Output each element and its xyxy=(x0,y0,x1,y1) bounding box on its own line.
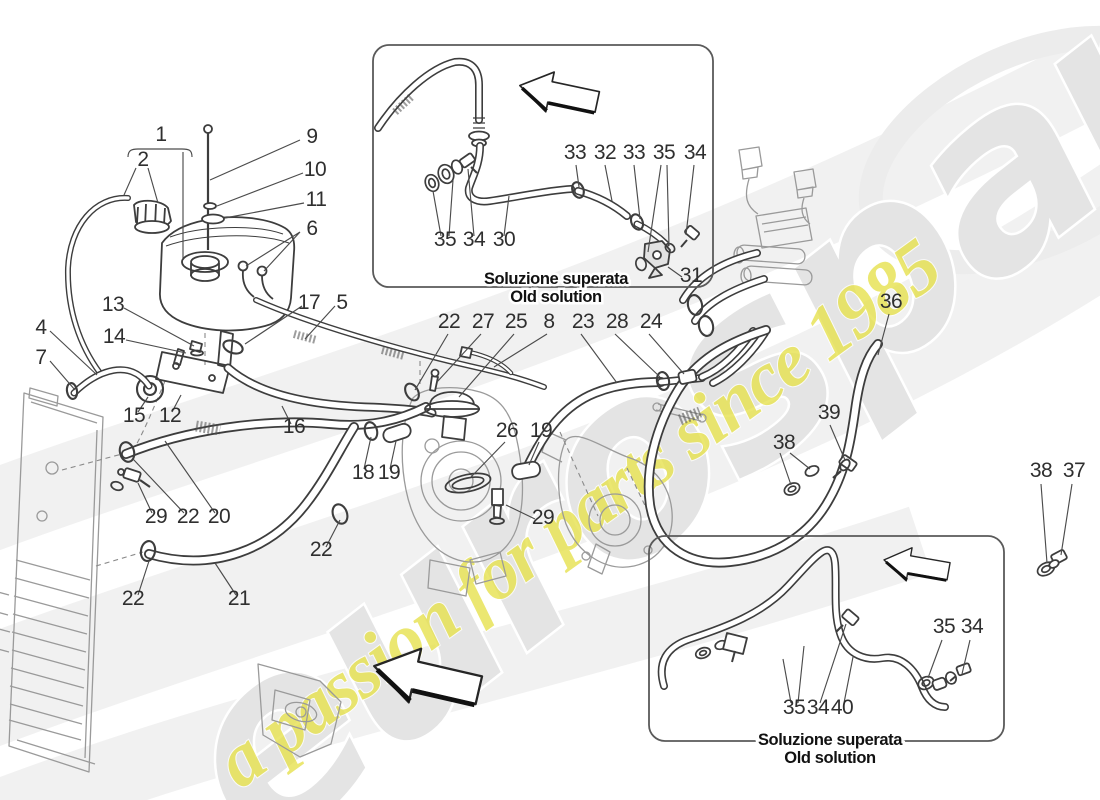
part-label-37: 37 xyxy=(1063,459,1085,482)
tank-cap xyxy=(133,199,172,234)
bleed-hose-8 xyxy=(459,346,514,376)
radiator-mount-bracket xyxy=(257,663,342,758)
sensor-bolt-left xyxy=(110,467,151,492)
part-label-38: 38 xyxy=(773,431,795,454)
part-label-34: 34 xyxy=(807,696,830,719)
valve-31 xyxy=(635,224,701,279)
part-label-19: 19 xyxy=(530,419,552,442)
bottom-box-leaders xyxy=(782,623,971,704)
part-label-22: 22 xyxy=(438,310,460,333)
bolt-37-38-right xyxy=(1036,549,1068,577)
top-box-leaders xyxy=(432,164,695,278)
banjo-39 xyxy=(832,454,858,479)
part-label-23: 23 xyxy=(572,310,594,333)
part-label-9: 9 xyxy=(306,125,317,148)
part-label-34: 34 xyxy=(463,228,486,251)
part-label-30: 30 xyxy=(493,228,515,251)
leader-lines xyxy=(49,139,1073,596)
part-label-26: 26 xyxy=(496,419,518,442)
part-label-20: 20 xyxy=(208,505,230,528)
part-label-24: 24 xyxy=(640,310,663,333)
part-label-10: 10 xyxy=(304,158,326,181)
direction-arrow-top xyxy=(513,63,604,124)
part-label-32: 32 xyxy=(594,141,616,164)
gasket-ring xyxy=(444,472,492,494)
caption-bottom-line2: Old solution xyxy=(784,749,876,767)
solenoid-valves xyxy=(733,146,817,286)
hose-art xyxy=(66,124,1068,577)
part-label-17: 17 xyxy=(298,291,320,314)
part-label-22: 22 xyxy=(310,538,332,561)
part-label-31: 31 xyxy=(680,264,702,287)
radiator xyxy=(0,387,104,773)
inset-bottom-old-solution: Soluzione superata Old solution xyxy=(648,535,1005,770)
dipstick xyxy=(201,124,225,250)
tee-cluster xyxy=(694,632,748,663)
part-label-40: 40 xyxy=(831,696,853,719)
thermostat-cover xyxy=(424,391,480,441)
part-label-27: 27 xyxy=(472,310,494,333)
part-label-4: 4 xyxy=(35,316,47,339)
part-label-14: 14 xyxy=(103,325,126,348)
part-label-18: 18 xyxy=(352,461,374,484)
part-label-29: 29 xyxy=(532,506,554,529)
grommet xyxy=(135,374,165,404)
tank-bracket xyxy=(155,340,231,394)
part-label-16: 16 xyxy=(283,415,305,438)
banjo-bolt-34 xyxy=(835,608,860,633)
part-label-34: 34 xyxy=(961,615,984,638)
part-label-7: 7 xyxy=(35,346,46,369)
part-label-12: 12 xyxy=(159,404,181,427)
part-label-6: 6 xyxy=(306,217,317,240)
part-label-5: 5 xyxy=(336,291,347,314)
part-label-8: 8 xyxy=(543,310,554,333)
sensor-right xyxy=(489,488,505,525)
caption-top-line1: Soluzione superata xyxy=(484,270,629,288)
part-label-22: 22 xyxy=(177,505,199,528)
part-label-15: 15 xyxy=(123,404,145,427)
part-label-33: 33 xyxy=(564,141,586,164)
part-label-19: 19 xyxy=(378,461,400,484)
part-label-25: 25 xyxy=(505,310,527,333)
part-label-21: 21 xyxy=(228,587,250,610)
part-label-13: 13 xyxy=(102,293,124,316)
part-label-35: 35 xyxy=(783,696,805,719)
caption-bottom-line1: Soluzione superata xyxy=(758,731,903,749)
part-label-11: 11 xyxy=(306,188,327,211)
part-label-38: 38 xyxy=(1030,459,1052,482)
screw-27 xyxy=(429,368,440,392)
washers-38 xyxy=(783,465,820,496)
part-label-35: 35 xyxy=(933,615,955,638)
union-cluster-left xyxy=(424,152,478,193)
part-label-22: 22 xyxy=(122,587,144,610)
part-label-28: 28 xyxy=(606,310,628,333)
inset-top-old-solution: Soluzione superata Old solution xyxy=(372,44,714,309)
part-label-35: 35 xyxy=(653,141,675,164)
part-label-36: 36 xyxy=(880,290,902,313)
caption-top-line2: Old solution xyxy=(510,288,602,306)
part-label-33: 33 xyxy=(623,141,645,164)
logo-swirl xyxy=(858,25,1100,275)
part-label-2: 2 xyxy=(137,148,148,171)
part-label-39: 39 xyxy=(818,401,840,424)
part-label-29: 29 xyxy=(145,505,167,528)
part-label-1: 1 xyxy=(155,123,166,146)
part-label-34: 34 xyxy=(684,141,707,164)
expansion-tank xyxy=(159,216,296,369)
part-label-35: 35 xyxy=(434,228,456,251)
machinery-art xyxy=(0,146,817,773)
